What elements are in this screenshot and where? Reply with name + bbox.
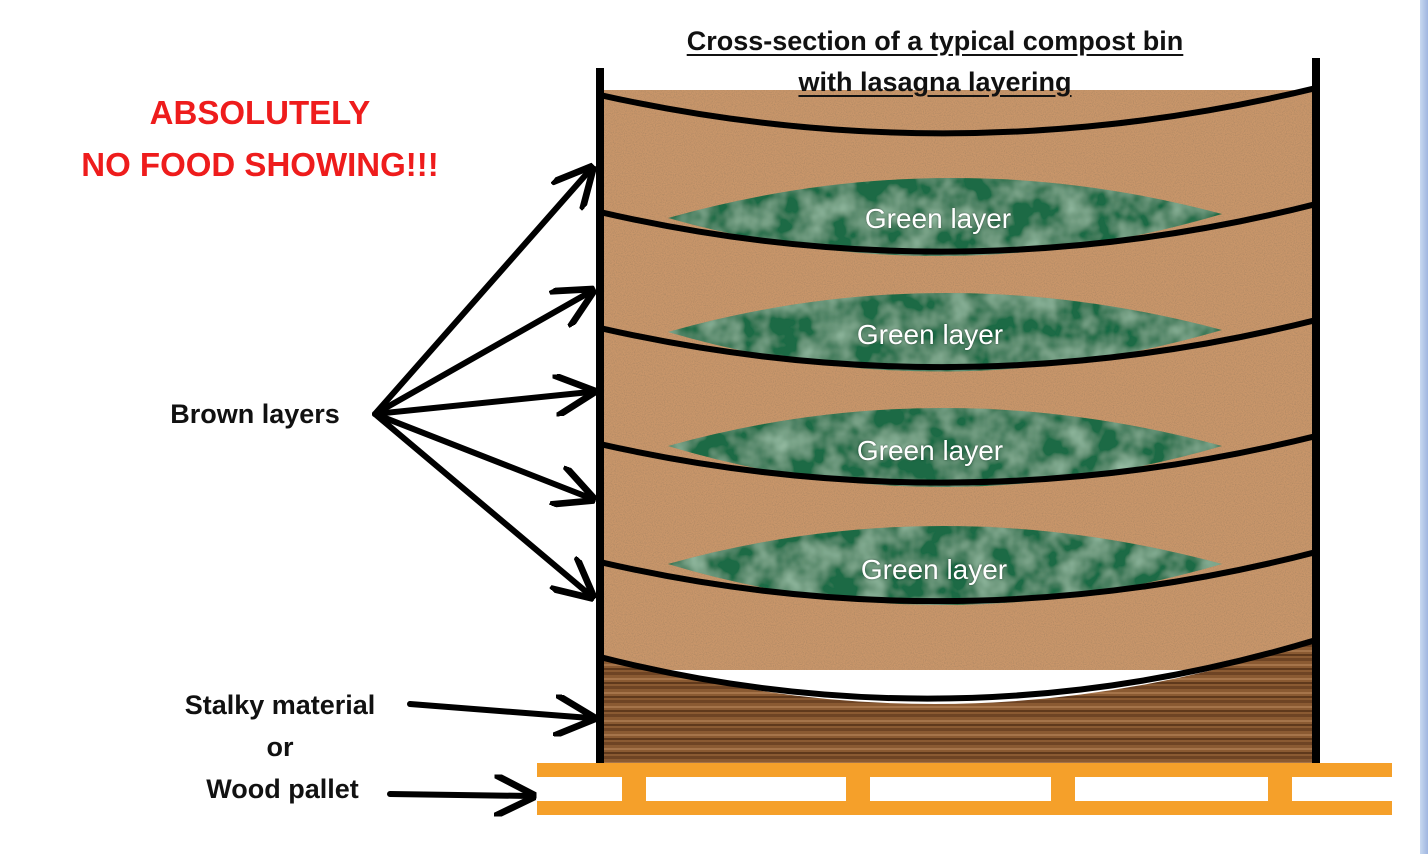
arrow-pallet [387,794,530,796]
or-label: or [266,732,294,762]
arrow-brown-3 [372,392,590,417]
diagram-title-line-2: with lasagna layering [798,67,1072,97]
layer-boundaries [600,85,1316,702]
wood-pallet [537,763,1392,815]
warning-line-1: ABSOLUTELY [149,94,371,131]
green-layer-label-3: Green layer [856,435,1004,466]
green-layer-shape-4 [668,526,1222,605]
wood-pallet-label: Wood pallet [206,774,359,804]
brown-layer-arrows [372,170,590,595]
stalky-material-base [600,640,1316,765]
green-layer-shape-3 [668,408,1222,487]
right-edge-strip [1420,0,1428,854]
warning-line-2: NO FOOD SHOWING!!! [81,146,439,183]
bin-contents [600,85,1316,765]
green-layer-label-2: Green layer [856,319,1004,350]
green-layer-shape-1 [668,177,1222,257]
green-layer-label-1: Green layer [864,203,1012,234]
arrow-brown-1 [372,170,590,417]
diagram-title-line-1: Cross-section of a typical compost bin [686,26,1184,56]
arrow-brown-4 [372,411,590,498]
arrow-stalky [407,704,590,718]
green-layer-shape-2 [668,292,1222,372]
base-arrows [387,704,590,796]
stalky-material-label: Stalky material [184,690,376,720]
arrow-brown-2 [372,292,590,417]
brown-layers-label: Brown layers [170,399,340,429]
green-layer-label-4: Green layer [860,554,1008,585]
arrow-brown-5 [372,411,590,595]
